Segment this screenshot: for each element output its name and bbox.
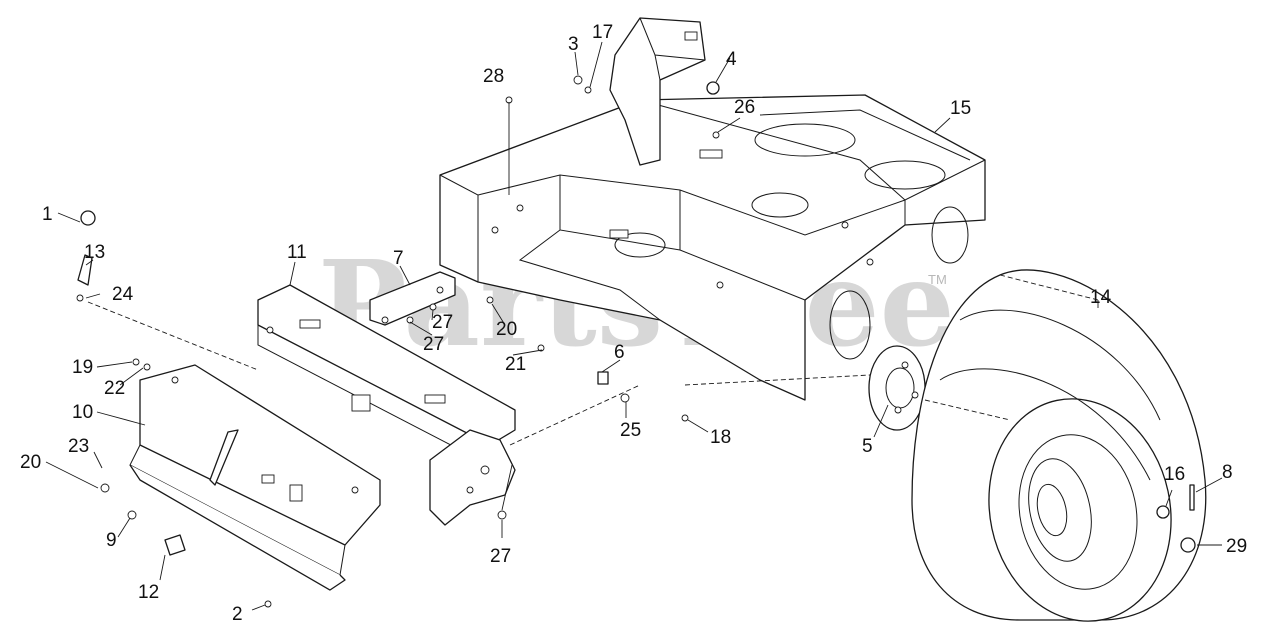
callout-28: 28 [483, 66, 504, 87]
callout-11: 11 [287, 242, 307, 263]
callout-4: 4 [726, 49, 737, 70]
wheel-tire [911, 269, 1207, 622]
callout-13: 13 [84, 242, 105, 263]
front-frame [257, 284, 516, 526]
bracket-7 [369, 271, 456, 326]
lever-13 [77, 254, 93, 286]
callout-23: 23 [68, 436, 89, 457]
callout-26: 26 [734, 97, 755, 118]
callout-6: 6 [614, 342, 625, 363]
callout-1: 1 [42, 204, 53, 225]
callout-8: 8 [1222, 462, 1233, 483]
callout-27-upper: 27 [432, 312, 453, 333]
hub [868, 345, 926, 431]
washer-16 [1156, 505, 1170, 519]
callout-27-middle: 27 [423, 334, 444, 355]
pin-8 [1189, 484, 1195, 511]
callout-18: 18 [710, 427, 731, 448]
callout-29: 29 [1226, 536, 1247, 557]
callout-5: 5 [862, 436, 873, 457]
footrest-plate [129, 364, 381, 591]
callout-21: 21 [505, 354, 526, 375]
callout-19: 19 [72, 357, 93, 378]
callout-25: 25 [620, 420, 641, 441]
assembly-lines [87, 274, 1099, 446]
callout-3: 3 [568, 34, 579, 55]
lug-nut-29 [1180, 537, 1196, 553]
callout-10: 10 [72, 402, 93, 423]
callout-7: 7 [393, 248, 404, 269]
seat-bracket [609, 17, 706, 166]
bolt-12 [164, 534, 186, 556]
main-frame [439, 94, 986, 401]
callout-24: 24 [112, 284, 134, 305]
callout-22: 22 [104, 378, 125, 399]
callout-12: 12 [138, 582, 159, 603]
watermark-tm: TM [928, 272, 947, 287]
hardware [76, 75, 1196, 608]
callout-27-lower: 27 [490, 546, 511, 567]
rod-bracket [209, 429, 239, 486]
callout-14: 14 [1090, 287, 1112, 308]
callout-2: 2 [232, 604, 243, 625]
callout-9: 9 [106, 530, 117, 551]
callout-15: 15 [950, 98, 971, 119]
clip-6 [597, 371, 609, 385]
callout-20-left: 20 [20, 452, 41, 473]
callout-labels: 1 2 3 4 5 6 7 8 9 10 11 12 13 14 15 16 1… [20, 22, 1247, 625]
knob-1 [80, 210, 96, 226]
callout-17: 17 [592, 22, 613, 43]
leader-lines [45, 41, 1223, 611]
callout-16: 16 [1164, 464, 1185, 485]
callout-20-center: 20 [496, 319, 517, 340]
knob-4 [706, 81, 720, 95]
